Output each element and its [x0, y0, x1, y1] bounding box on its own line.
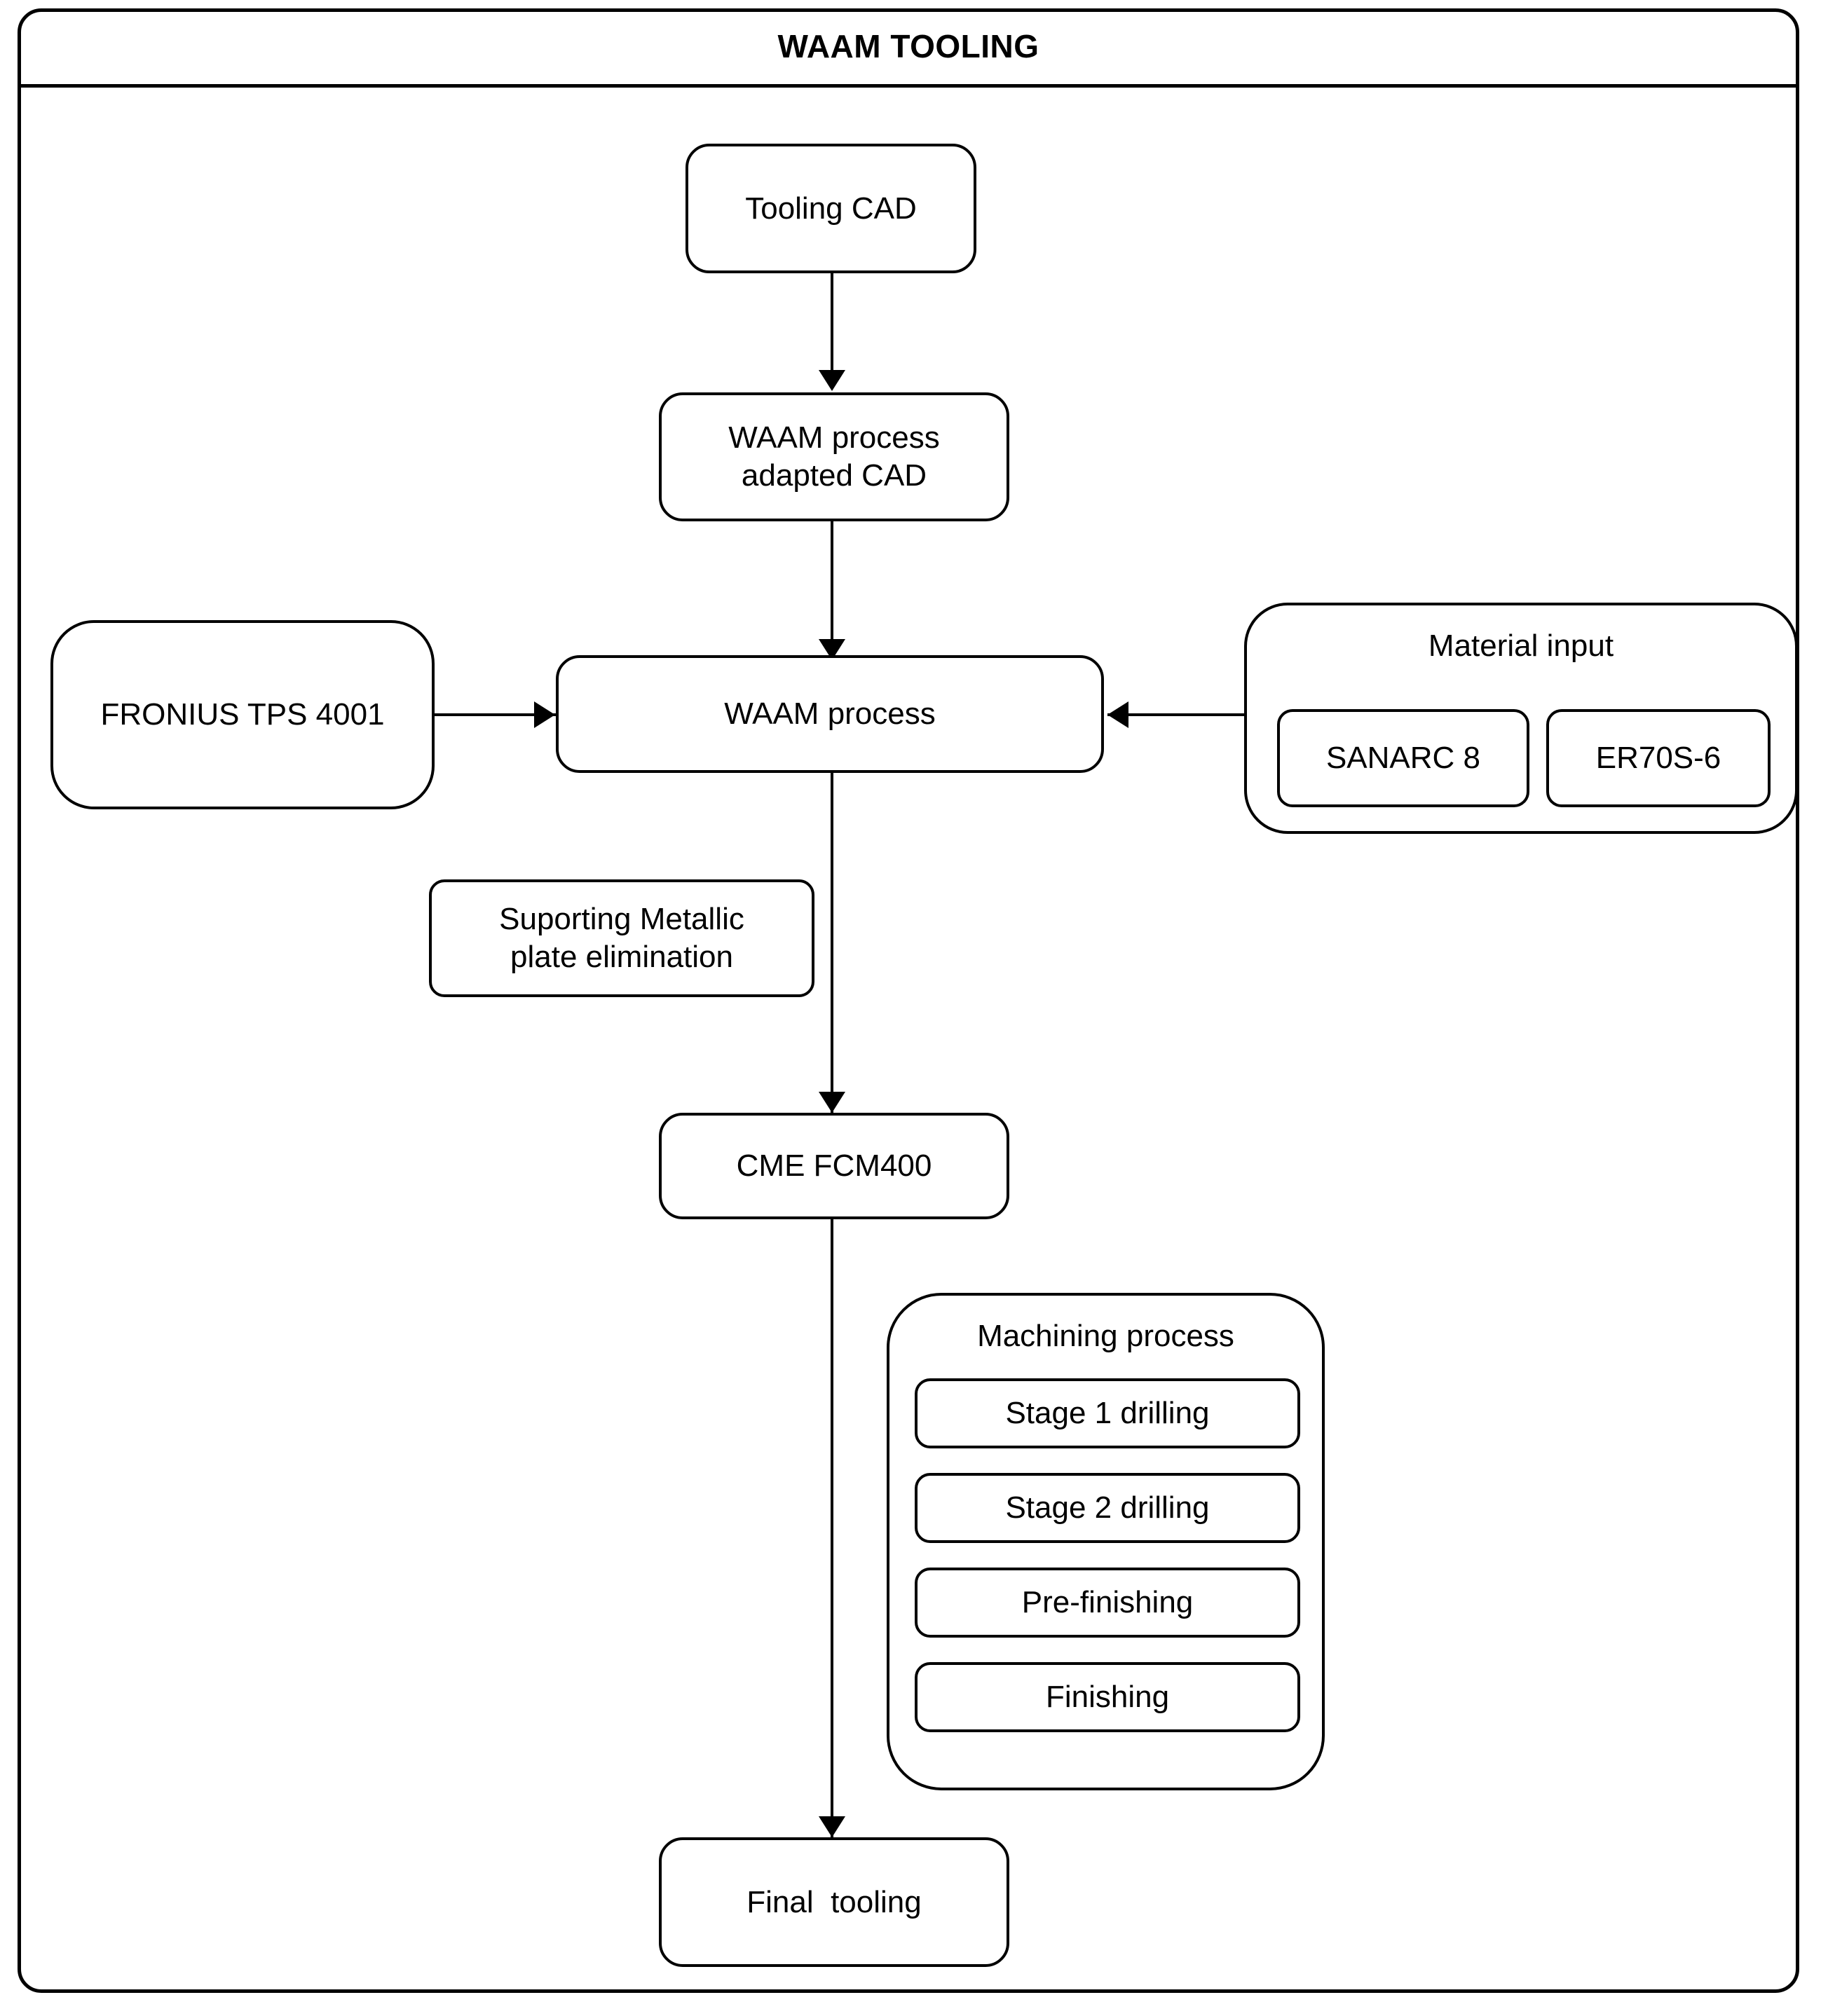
node-waam-adapted-cad-line2: adapted CAD: [741, 458, 927, 493]
arrowhead-cme: [819, 1092, 845, 1113]
chip-finishing[interactable]: Finishing: [915, 1662, 1300, 1732]
arrowhead-waamprocess-right: [1107, 701, 1128, 728]
node-cme-fcm400[interactable]: CME FCM400: [659, 1113, 1009, 1219]
node-waam-adapted-cad[interactable]: WAAM process adapted CAD: [659, 392, 1009, 521]
arrowhead-waamprocess-left: [534, 701, 555, 728]
connector-waamprocess-to-cme: [831, 768, 833, 1118]
node-supporting-plate-elimination[interactable]: Suporting Metallic plate elimination: [429, 879, 814, 997]
node-fronius-tps-4001[interactable]: FRONIUS TPS 4001: [50, 620, 435, 809]
arrowhead-finaltooling: [819, 1816, 845, 1837]
frame-header: WAAM TOOLING: [18, 8, 1799, 88]
connector-adaptedcad-to-waamprocess: [831, 521, 833, 661]
node-tooling-cad[interactable]: Tooling CAD: [686, 144, 976, 273]
node-final-tooling[interactable]: Final tooling: [659, 1837, 1009, 1967]
chip-pre-finishing[interactable]: Pre-finishing: [915, 1568, 1300, 1638]
arrowhead-adaptedcad: [819, 370, 845, 391]
connector-materialinput-to-waamprocess: [1107, 713, 1244, 716]
chip-sanarc-8[interactable]: SANARC 8: [1277, 709, 1529, 807]
group-machining-process: Machining process Stage 1 drilling Stage…: [887, 1293, 1325, 1790]
chip-er70s-6[interactable]: ER70S-6: [1546, 709, 1771, 807]
page-title: WAAM TOOLING: [777, 28, 1039, 64]
chip-stage-2-drilling[interactable]: Stage 2 drilling: [915, 1473, 1300, 1543]
node-supporting-plate-line1: Suporting Metallic: [499, 902, 744, 937]
node-waam-adapted-cad-line1: WAAM process: [728, 420, 940, 455]
connector-toolingcad-to-adaptedcad: [831, 273, 833, 378]
node-supporting-plate-line2: plate elimination: [510, 940, 733, 974]
connector-fronius-to-waamprocess: [435, 713, 568, 716]
group-machining-process-title: Machining process: [977, 1319, 1234, 1353]
group-material-input: Material input SANARC 8 ER70S-6: [1244, 603, 1798, 834]
connector-cme-to-finaltooling: [831, 1219, 833, 1857]
node-waam-process[interactable]: WAAM process: [556, 655, 1104, 773]
chip-stage-1-drilling[interactable]: Stage 1 drilling: [915, 1378, 1300, 1448]
group-material-input-title: Material input: [1428, 629, 1614, 663]
